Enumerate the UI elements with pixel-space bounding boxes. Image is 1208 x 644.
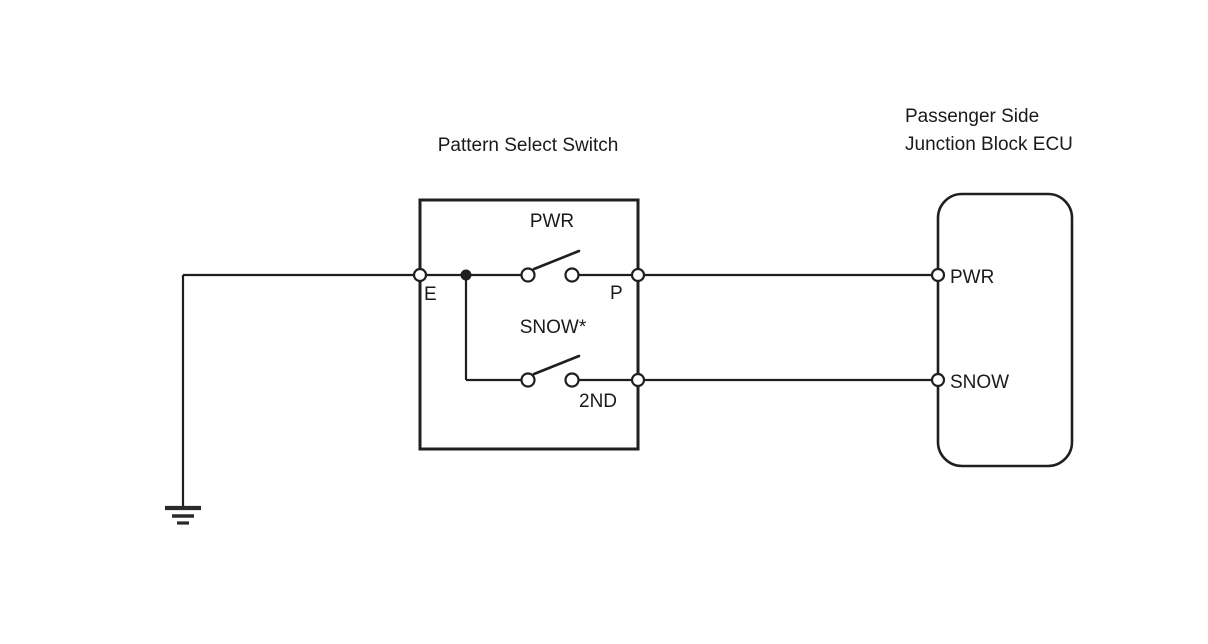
pwr-contact-right-circle (564, 267, 580, 283)
snow-contact-left-circle (520, 372, 536, 388)
ecu-terminal-snow-circle (930, 372, 946, 388)
snow-contact-label: SNOW* (520, 317, 587, 338)
pattern-select-switch-box (418, 198, 640, 451)
terminal-e-circle (412, 267, 428, 283)
terminals (412, 267, 946, 388)
switch-title: Pattern Select Switch (438, 135, 619, 156)
terminal-p-circle (630, 267, 646, 283)
pwr-contact-left-circle (520, 267, 536, 283)
terminal-2nd-circle (630, 372, 646, 388)
junction-dot (460, 269, 472, 281)
snow-contact-right-circle (564, 372, 580, 388)
junction-block-ecu-box (936, 192, 1074, 468)
ecu-title-line2: Junction Block ECU (905, 134, 1073, 155)
snow-switch-blade (532, 354, 581, 376)
terminal-p-label: P (610, 283, 623, 304)
ecu-terminal-pwr-circle (930, 267, 946, 283)
pwr-switch-blade (532, 249, 581, 271)
ecu-terminal-pwr-label: PWR (950, 267, 994, 288)
ground-icon (165, 505, 201, 525)
terminal-2nd-label: 2ND (579, 391, 617, 412)
switch-contacts (532, 249, 581, 376)
ecu-terminal-snow-label: SNOW (950, 372, 1009, 393)
pwr-contact-label: PWR (530, 211, 574, 232)
wires (181, 273, 938, 508)
ecu-title-line1: Passenger Side (905, 106, 1039, 127)
terminal-e-label: E (424, 284, 437, 305)
